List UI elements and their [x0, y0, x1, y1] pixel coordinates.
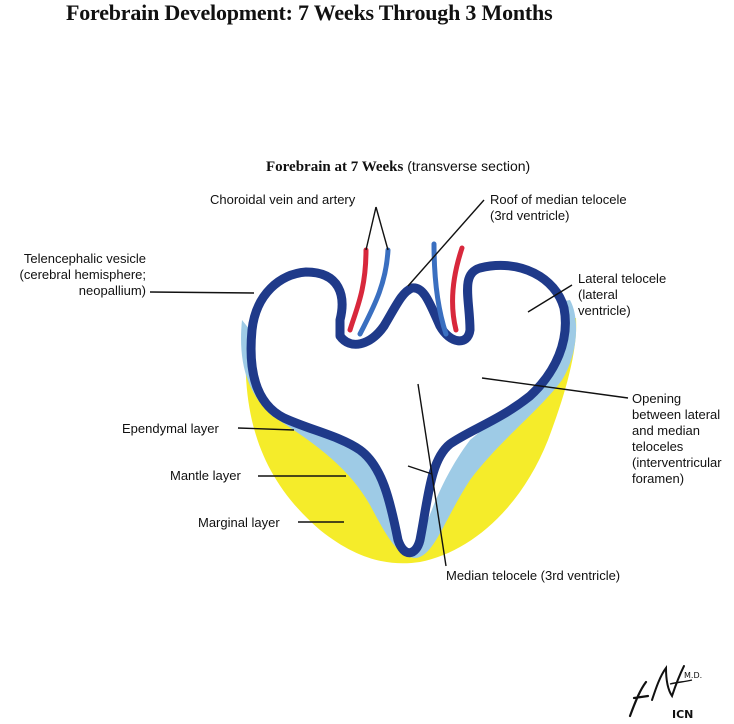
label-marginal: Marginal layer — [198, 515, 280, 530]
label-opening: Opening between lateral and median teloc… — [632, 391, 722, 487]
leader-choroidal-1 — [365, 206, 377, 251]
svg-text:M.D.: M.D. — [684, 671, 702, 680]
label-lat-line1: Lateral telocele — [578, 271, 667, 286]
label-telencephalic: Telencephalic vesicle (cerebral hemisphe… — [0, 251, 146, 299]
right-artery — [450, 245, 465, 333]
leader-lines — [149, 199, 629, 567]
label-roof-line2: (3rd ventricle) — [490, 208, 570, 223]
subtitle-strong: Forebrain at 7 Weeks — [266, 159, 404, 175]
left-artery — [347, 247, 369, 333]
page-title: Forebrain Development: 7 Weeks Through 3… — [66, 0, 553, 25]
label-lat-line2: (lateral — [578, 287, 618, 302]
label-tel-line2: (cerebral hemisphere; — [19, 267, 146, 282]
label-open-line4: teloceles — [632, 439, 684, 454]
label-open-line1: Opening — [632, 391, 682, 406]
leader-ependymal — [237, 427, 295, 431]
marginal-layer-shape — [245, 318, 577, 564]
label-choroidal: Choroidal vein and artery — [210, 192, 356, 207]
netter-signature-logo: M.D. ICN — [628, 664, 702, 720]
right-vein — [431, 241, 449, 337]
leader-telencephalic — [149, 291, 255, 294]
leader-choroidal-2 — [375, 206, 389, 251]
svg-text:ICN: ICN — [672, 708, 693, 720]
left-vein — [357, 247, 391, 337]
label-roof: Roof of median telocele (3rd ventricle) — [490, 192, 627, 224]
label-median: Median telocele (3rd ventricle) — [446, 568, 621, 583]
ependymal-layer-shape — [246, 260, 570, 558]
label-mantle: Mantle layer — [170, 468, 241, 483]
leader-median-tick — [407, 465, 433, 475]
leader-opening — [481, 377, 629, 399]
label-open-line6: foramen) — [632, 471, 685, 486]
label-tel-line3: neopallium) — [78, 283, 146, 298]
label-tel-line1: Telencephalic vesicle — [23, 251, 146, 266]
leader-median — [417, 383, 447, 567]
leader-lateral — [527, 284, 573, 313]
leader-roof — [407, 199, 485, 287]
label-roof-line1: Roof of median telocele — [490, 192, 627, 207]
subtitle-rest: (transverse section) — [407, 158, 531, 174]
label-ependymal: Ependymal layer — [122, 421, 219, 436]
figure-subtitle: Forebrain at 7 Weeks (transverse section… — [266, 158, 530, 176]
label-open-line3: and median — [632, 423, 700, 438]
label-open-line2: between lateral — [632, 407, 721, 422]
label-lateral: Lateral telocele (lateral ventricle) — [578, 271, 666, 319]
label-lat-line3: ventricle) — [578, 303, 631, 318]
label-open-line5: (interventricular — [632, 455, 722, 470]
